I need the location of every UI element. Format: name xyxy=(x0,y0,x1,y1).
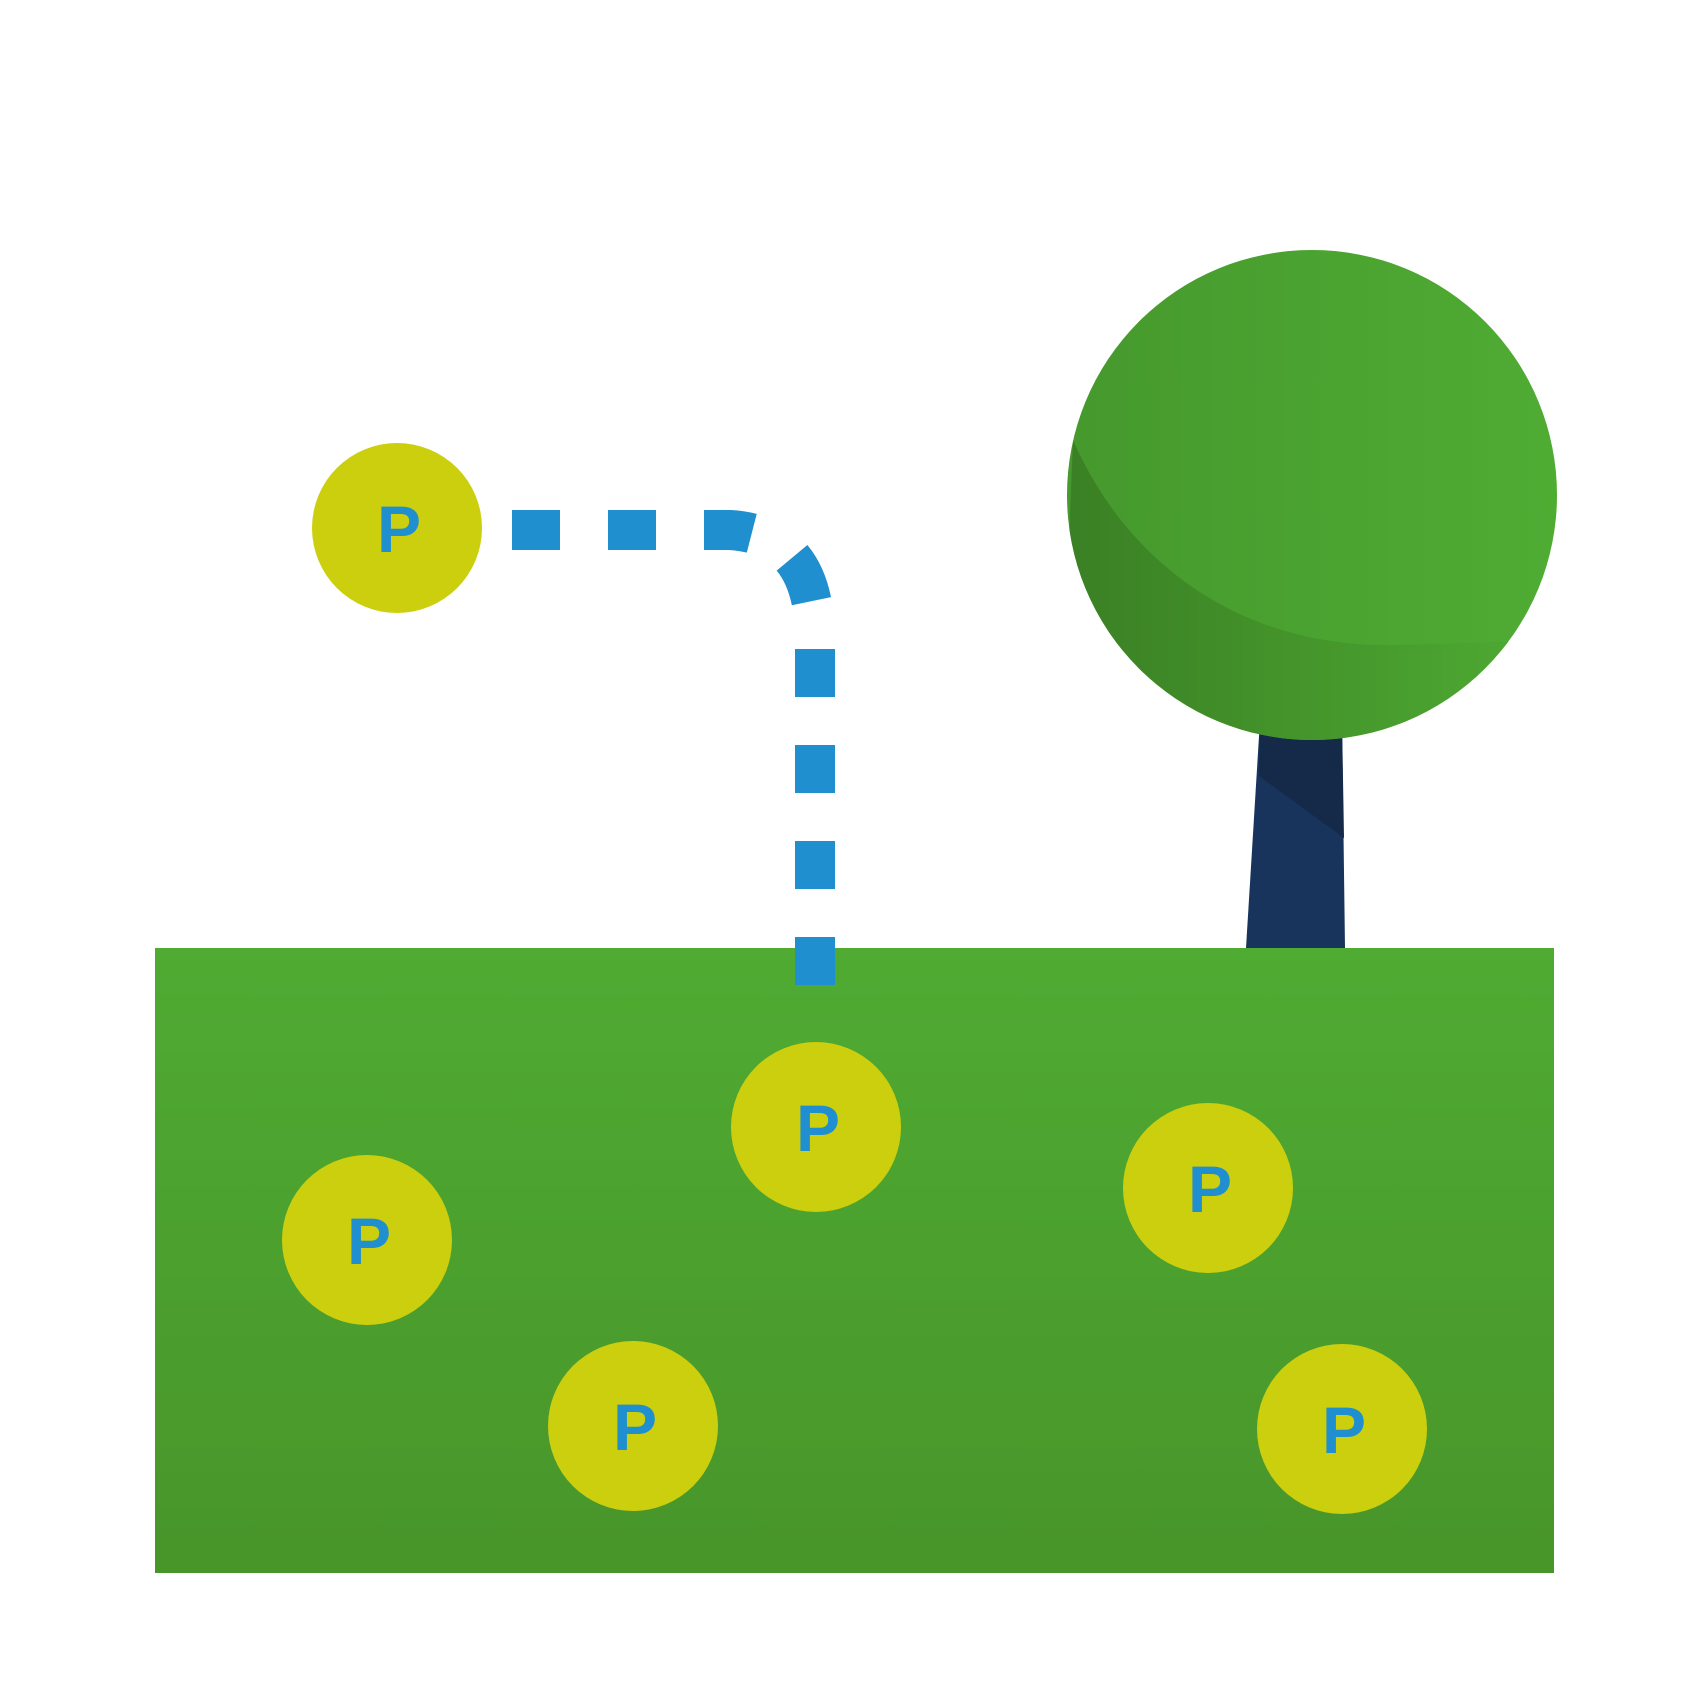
particle-circle xyxy=(1257,1344,1427,1514)
particle-circle xyxy=(312,443,482,613)
particle-ground: P xyxy=(548,1341,718,1511)
particle-label: P xyxy=(1188,1152,1232,1226)
particle-ground: P xyxy=(1257,1344,1427,1514)
particle-ground: P xyxy=(731,1042,901,1212)
tree-trunk-shadow xyxy=(1259,720,1344,838)
particle-ground: P xyxy=(1123,1103,1293,1273)
particle-label: P xyxy=(613,1390,657,1464)
particle-label: P xyxy=(796,1091,840,1165)
particle-label: P xyxy=(1322,1393,1366,1467)
tree-crown-shade xyxy=(1067,440,1557,740)
particle-circle xyxy=(282,1155,452,1325)
particle-label: P xyxy=(347,1204,391,1278)
particle-falling: P xyxy=(312,443,482,613)
particle-circle xyxy=(548,1341,718,1511)
particle-circle xyxy=(731,1042,901,1212)
particle-ground: P xyxy=(282,1155,452,1325)
particle-label: P xyxy=(377,492,421,566)
tree xyxy=(1067,250,1557,948)
particle-circle xyxy=(1123,1103,1293,1273)
fall-path xyxy=(512,510,835,1015)
